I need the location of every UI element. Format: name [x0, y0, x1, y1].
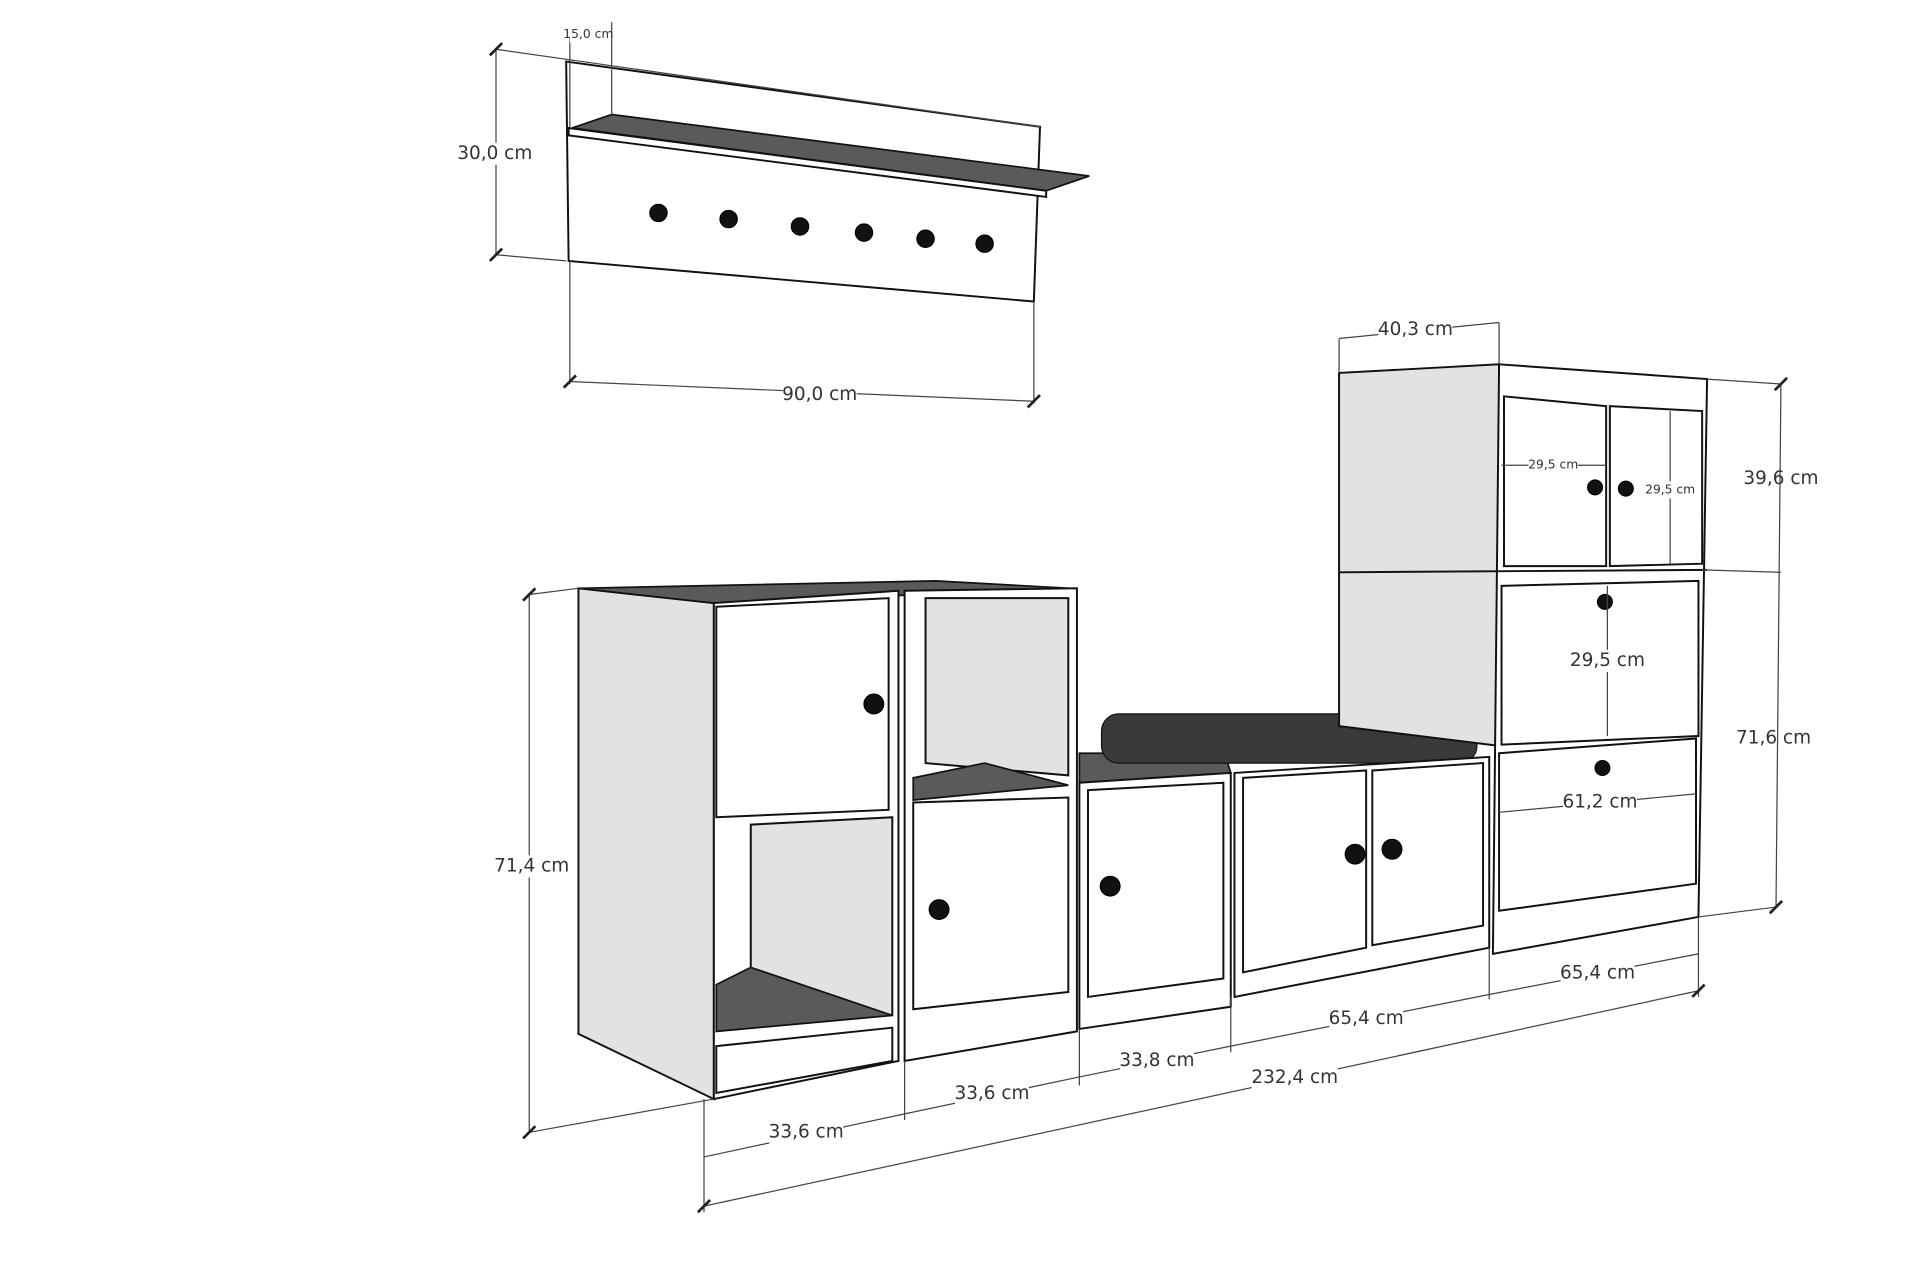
drawer-height-label: 29,5 cm	[1570, 650, 1645, 671]
dimension-labels: 15,0 cm 30,0 cm 90,0 cm 40,3 cm 29,5 cm …	[457, 25, 1818, 1144]
small-unit-width-label: 33,8 cm	[1119, 1050, 1194, 1071]
left-cube-width-label: 33,6 cm	[769, 1121, 844, 1142]
top-door-height-label: 29,5 cm	[1645, 482, 1695, 496]
tall-unit-depth-label: 40,3 cm	[1378, 319, 1453, 340]
drawer-width-label: 61,2 cm	[1562, 791, 1637, 812]
small-door-unit	[1078, 752, 1232, 1031]
bench-unit-width-label: 65,4 cm	[1329, 1008, 1404, 1029]
middle-cube-unit	[903, 587, 1078, 1063]
top-door-width-label: 29,5 cm	[1528, 458, 1578, 472]
shelf-height-label: 30,0 cm	[457, 143, 532, 164]
tall-unit	[1338, 363, 1709, 956]
wall-shelf	[565, 60, 1090, 303]
total-width-label: 232,4 cm	[1251, 1067, 1338, 1088]
bench-unit	[1100, 713, 1491, 999]
middle-cube-width-label: 33,6 cm	[954, 1083, 1029, 1104]
shelf-width-label: 90,0 cm	[782, 384, 857, 405]
left-unit-height-label: 71,4 cm	[494, 855, 569, 876]
tall-bottom-height-label: 71,6 cm	[1736, 727, 1811, 748]
tall-unit-width-label: 65,4 cm	[1560, 963, 1635, 984]
shelf-depth-label: 15,0 cm	[563, 27, 613, 41]
coat-hooks	[649, 203, 994, 253]
tall-top-height-label: 39,6 cm	[1743, 468, 1818, 489]
